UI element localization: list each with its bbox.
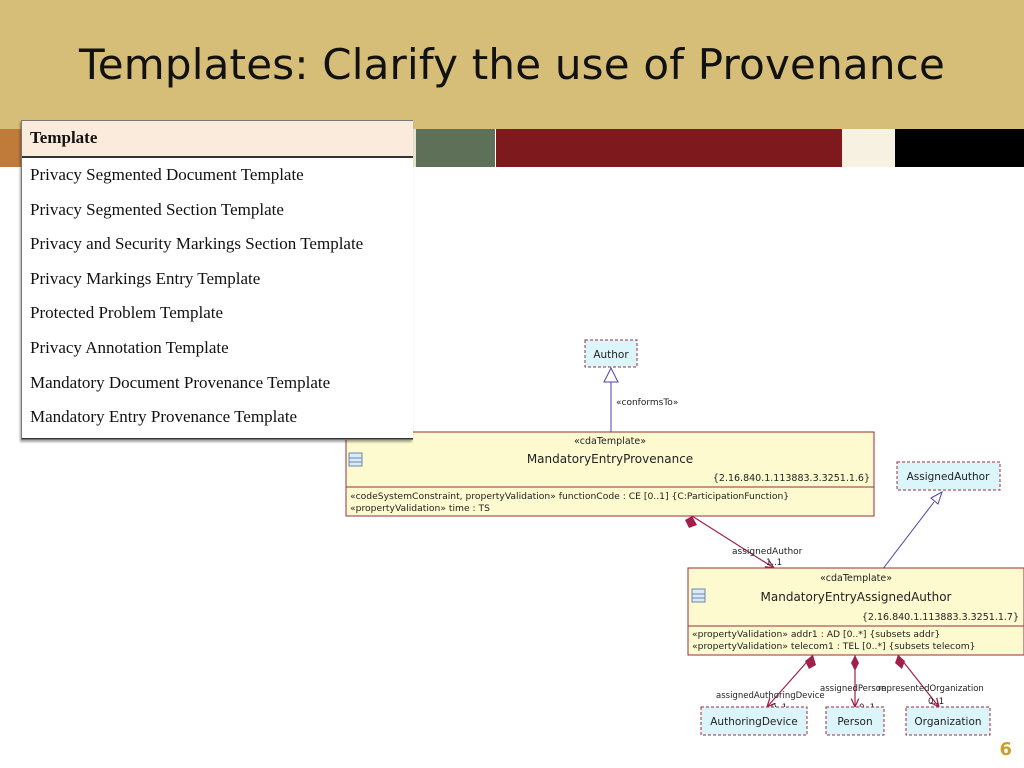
- assigned-author-ref-label: AssignedAuthor: [907, 471, 991, 483]
- authoring-device-label: AuthoringDevice: [710, 716, 798, 728]
- template-table-bottom-rule: [22, 437, 413, 439]
- organization-multiplicity: 0..1: [928, 697, 944, 707]
- author-label: Author: [593, 349, 629, 361]
- template-table-row: Protected Problem Template: [30, 303, 224, 323]
- authoring-device-box: AuthoringDevice: [700, 706, 808, 736]
- template-table-row: Privacy Annotation Template: [30, 337, 229, 357]
- band-black: [895, 129, 1024, 167]
- provenance-attr-time: «propertyValidation» time : TS: [350, 503, 490, 514]
- organization-role: representedOrganization: [878, 684, 984, 694]
- mandatory-entry-provenance-class: «cdaTemplate» MandatoryEntryProvenance {…: [345, 431, 875, 517]
- person-role: assignedPerson: [820, 684, 886, 694]
- template-table-row: Privacy Segmented Document Template: [30, 165, 304, 184]
- person-box: Person: [825, 706, 885, 736]
- template-table-row: Mandatory Document Provenance Template: [30, 372, 331, 392]
- provenance-name: MandatoryEntryProvenance: [527, 452, 693, 466]
- assigned-author-ref-box: AssignedAuthor: [896, 461, 1001, 491]
- person-label: Person: [837, 716, 872, 728]
- organization-label: Organization: [914, 716, 981, 728]
- author-box: Author: [584, 339, 638, 368]
- header-bar: [0, 0, 1024, 129]
- assigned-attr-addr1: «propertyValidation» addr1 : AD [0..*] {…: [692, 629, 940, 640]
- conforms-to-label: «conformsTo»: [616, 398, 678, 408]
- uml-diagram-svg: Author «conformsTo» «cdaTemplate» Mandat…: [345, 339, 1024, 736]
- conforms-to-assigned-author-generalization: [881, 490, 943, 571]
- band-light: [842, 129, 895, 167]
- band-orange: [0, 129, 21, 167]
- assigned-author-role: assignedAuthor: [732, 547, 803, 557]
- conforms-to-generalization: «conformsTo»: [603, 366, 678, 432]
- template-table-row: Privacy Segmented Section Template: [30, 199, 284, 219]
- template-table-row: Privacy Markings Entry Template: [30, 268, 261, 288]
- assigned-author-multiplicity: 1..1: [766, 558, 782, 568]
- organization-box: Organization: [905, 706, 991, 736]
- organization-association: representedOrganization 0..1: [878, 654, 984, 707]
- assigned-stereotype: «cdaTemplate»: [820, 573, 892, 584]
- authoring-device-role: assignedAuthoringDevice: [716, 691, 825, 701]
- assigned-oid: {2.16.840.1.113883.3.3251.1.7}: [862, 612, 1019, 623]
- template-table-row: Mandatory Entry Provenance Template: [30, 407, 298, 427]
- template-table-row: Privacy and Security Markings Section Te…: [30, 234, 364, 254]
- template-table: Template Privacy Segmented Document Temp…: [21, 120, 413, 440]
- band-red: [496, 129, 842, 167]
- uml-diagram: Author «conformsTo» «cdaTemplate» Mandat…: [342, 332, 1024, 742]
- authoring-device-association: assignedAuthoringDevice 0..1: [716, 654, 825, 713]
- page-title: Templates: Clarify the use of Provenance: [79, 40, 945, 89]
- person-association: assignedPerson 0..1: [820, 655, 886, 713]
- assigned-attr-telecom1: «propertyValidation» telecom1 : TEL [0..…: [692, 641, 976, 652]
- band-gray: [412, 129, 416, 167]
- assigned-author-association: assignedAuthor 1..1: [685, 515, 803, 568]
- provenance-oid: {2.16.840.1.113883.3.3251.1.6}: [713, 473, 870, 484]
- assigned-name: MandatoryEntryAssignedAuthor: [761, 590, 952, 604]
- band-olive: [416, 129, 495, 167]
- slide-number: 6: [999, 739, 1012, 760]
- provenance-stereotype: «cdaTemplate»: [574, 436, 646, 447]
- provenance-attr-function-code: «codeSystemConstraint, propertyValidatio…: [350, 491, 789, 502]
- class-icon: [691, 588, 706, 603]
- template-table-header: Template: [22, 121, 413, 158]
- mandatory-entry-assigned-author-class: «cdaTemplate» MandatoryEntryAssignedAuth…: [687, 567, 1024, 656]
- class-icon: [348, 452, 363, 467]
